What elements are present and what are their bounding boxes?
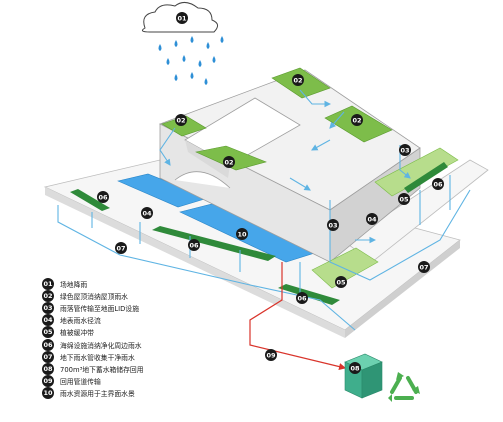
legend-number-badge: 07 <box>42 350 54 363</box>
svg-text:02: 02 <box>293 77 302 85</box>
legend-item: 03 雨落管传输至地面LID设施 <box>42 302 282 315</box>
legend-label: 植被缓冲带 <box>60 329 94 338</box>
marker-09: 09 <box>265 349 277 361</box>
marker-06-bottom: 06 <box>296 292 308 304</box>
rain-drops-icon <box>158 36 224 85</box>
svg-text:02: 02 <box>224 159 233 167</box>
svg-text:04: 04 <box>142 210 152 218</box>
marker-06-mid: 06 <box>188 239 200 251</box>
marker-06-left: 06 <box>97 191 109 203</box>
legend-label: 场地降雨 <box>60 281 88 290</box>
marker-04-left: 04 <box>141 207 153 219</box>
marker-06-right: 06 <box>432 178 444 190</box>
legend-item: 09 回用管道传输 <box>42 374 282 387</box>
svg-text:06: 06 <box>189 242 199 250</box>
marker-02-roof-b: 02 <box>351 114 363 126</box>
svg-text:07: 07 <box>419 264 428 272</box>
legend-item: 08 700m³地下蓄水箱储存回用 <box>42 362 282 375</box>
legend-number-badge: 04 <box>42 314 54 327</box>
svg-text:03: 03 <box>400 147 409 155</box>
svg-text:07: 07 <box>116 245 125 253</box>
legend-item: 10 雨水资源用于主界面水景 <box>42 386 282 399</box>
svg-text:09: 09 <box>266 352 276 360</box>
svg-text:01: 01 <box>177 15 187 23</box>
legend-number-badge: 01 <box>42 278 54 291</box>
legend-item: 07 地下雨水管收集干净雨水 <box>42 350 282 363</box>
bioswale-bottom <box>278 284 340 305</box>
legend-label: 海绵设施消纳净化周边雨水 <box>60 341 142 350</box>
legend-number-badge: 09 <box>42 374 54 387</box>
legend-number-badge: 03 <box>42 302 54 315</box>
marker-07-right: 07 <box>418 261 430 273</box>
marker-04-right: 04 <box>366 213 378 225</box>
bioswale-left <box>70 189 110 211</box>
vegetation-buffer-right <box>374 147 459 197</box>
marker-10: 10 <box>236 228 248 240</box>
marker-01: 01 <box>176 12 188 24</box>
legend-item: 05 植被缓冲带 <box>42 326 282 339</box>
reuse-pipe <box>249 262 347 371</box>
svg-text:06: 06 <box>433 181 443 189</box>
bioswale-mid <box>152 226 276 261</box>
svg-text:02: 02 <box>176 117 185 125</box>
svg-text:02: 02 <box>352 117 361 125</box>
svg-text:04: 04 <box>367 216 377 224</box>
legend-label: 回用管道传输 <box>60 377 101 386</box>
legend-number-badge: 05 <box>42 326 54 339</box>
legend-number-badge: 06 <box>42 338 54 351</box>
vegetation-buffer-bottom <box>311 247 379 289</box>
legend-item: 04 地表雨水径流 <box>42 314 282 327</box>
legend-label: 地下雨水管收集干净雨水 <box>60 353 135 362</box>
legend-item: 06 海绵设施消纳净化周边雨水 <box>42 338 282 351</box>
svg-text:05: 05 <box>336 279 346 287</box>
marker-02-roof-d: 02 <box>223 156 235 168</box>
legend-label: 雨落管传输至地面LID设施 <box>60 305 139 314</box>
legend: 01 场地降雨 02 绿色屋顶消纳屋顶雨水 03 雨落管传输至地面LID设施 04 地表雨水径… <box>42 278 282 399</box>
marker-02-roof-a: 02 <box>292 74 304 86</box>
svg-text:05: 05 <box>399 196 409 204</box>
legend-number-badge: 08 <box>42 362 54 375</box>
marker-03-top: 03 <box>399 144 411 156</box>
svg-text:06: 06 <box>98 194 108 202</box>
marker-05-bottom: 05 <box>335 276 347 288</box>
legend-item: 02 绿色屋顶消纳屋顶雨水 <box>42 290 282 303</box>
svg-text:03: 03 <box>328 222 337 230</box>
legend-number-badge: 10 <box>42 386 54 399</box>
marker-02-roof-c: 02 <box>175 114 187 126</box>
legend-number-badge: 02 <box>42 290 54 303</box>
recycle-icon <box>388 372 420 402</box>
legend-item: 01 场地降雨 <box>42 278 282 291</box>
svg-text:08: 08 <box>350 365 360 373</box>
marker-03-side: 03 <box>327 219 339 231</box>
legend-label: 700m³地下蓄水箱储存回用 <box>60 365 144 374</box>
bioswale-right <box>404 162 448 193</box>
marker-08: 08 <box>349 362 361 374</box>
storage-tank-icon <box>344 353 383 399</box>
marker-07-left: 07 <box>115 242 127 254</box>
legend-label: 雨水资源用于主界面水景 <box>60 389 135 398</box>
legend-label: 地表雨水径流 <box>60 317 101 326</box>
legend-label: 绿色屋顶消纳屋顶雨水 <box>60 293 128 302</box>
marker-05-right: 05 <box>398 193 410 205</box>
svg-text:10: 10 <box>237 231 247 239</box>
svg-text:06: 06 <box>297 295 307 303</box>
